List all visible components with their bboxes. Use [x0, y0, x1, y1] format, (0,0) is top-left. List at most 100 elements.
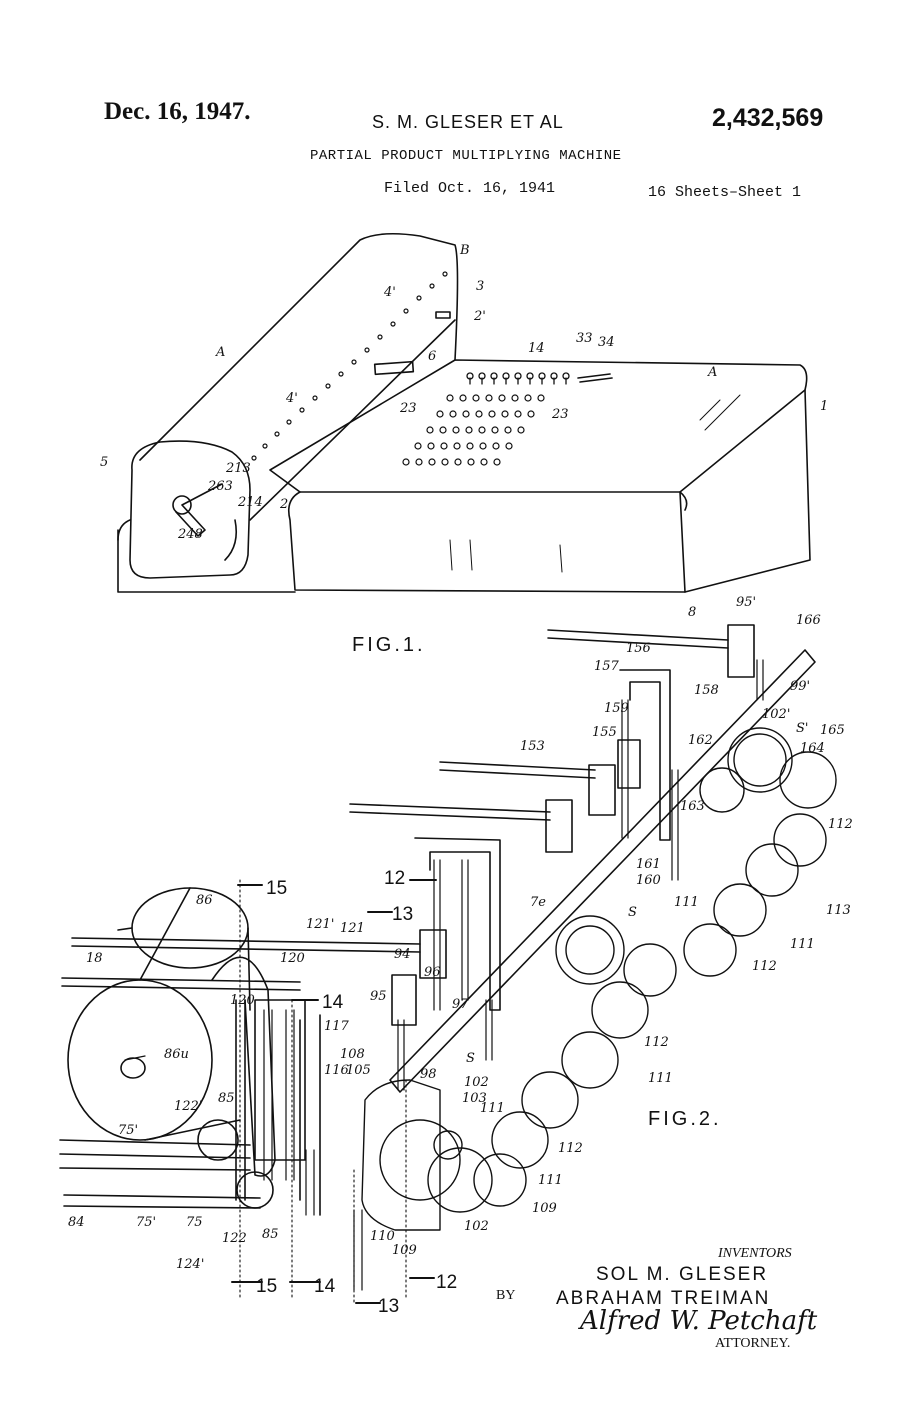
callout-117: 117	[324, 1019, 350, 1034]
callout-5: 5	[100, 455, 108, 470]
patent-number: 2,432,569	[712, 104, 824, 132]
callout-163: 163	[680, 799, 705, 814]
callout-116: 116	[324, 1063, 349, 1078]
attorney-signature: Alfred W. Petchaft	[580, 1306, 818, 1336]
callout-164: 164	[800, 741, 825, 756]
callout-18: 18	[86, 951, 103, 966]
filed-date: Filed Oct. 16, 1941	[384, 180, 556, 197]
callout-263: 263	[207, 479, 233, 494]
by-label: BY	[496, 1288, 516, 1303]
callout-124p: 124'	[176, 1257, 204, 1272]
callout-111b: 111	[790, 937, 815, 952]
callout-155: 155	[592, 725, 617, 740]
callout-95p: 95'	[736, 595, 756, 610]
callout-8: 8	[688, 605, 696, 620]
callout-213: 213	[225, 461, 251, 476]
callout-120b: 120	[230, 993, 255, 1008]
patent-date: Dec. 16, 1947.	[104, 98, 251, 125]
section-12-bottom: 12	[436, 1272, 457, 1293]
callout-23b: 23	[551, 407, 569, 422]
section-13-bottom: 13	[378, 1296, 399, 1317]
callout-102p: 102'	[762, 707, 790, 722]
callout-14: 14	[528, 341, 545, 356]
fig2-drawing	[59, 624, 837, 1306]
callout-112d: 112	[558, 1141, 583, 1156]
callout-33: 33	[576, 331, 593, 346]
callout-156: 156	[626, 641, 651, 656]
callout-161: 161	[636, 857, 661, 872]
callout-85: 85	[218, 1091, 235, 1106]
callout-112b: 112	[752, 959, 777, 974]
callout-120: 120	[280, 951, 305, 966]
callout-110: 110	[370, 1229, 395, 1244]
section-14-mid: 14	[322, 992, 344, 1013]
callout-75p: 75'	[118, 1123, 138, 1138]
callout-A2: A	[707, 365, 717, 380]
callout-111c: 111	[648, 1071, 673, 1086]
callout-4b: 4'	[285, 391, 298, 406]
callout-2: 2	[279, 497, 288, 512]
callout-248: 248	[177, 527, 203, 542]
callout-4a: 4'	[383, 285, 396, 300]
callout-165: 165	[820, 723, 845, 738]
patent-title: PARTIAL PRODUCT MULTIPLYING MACHINE	[310, 148, 622, 164]
callout-113: 113	[826, 903, 851, 918]
callout-109b: 109	[392, 1243, 417, 1258]
figure-1-label: FIG.1.	[352, 634, 426, 656]
attorney-label: ATTORNEY.	[715, 1336, 791, 1351]
callout-121p: 121'	[306, 917, 334, 932]
callout-111a: 111	[674, 895, 699, 910]
callout-84: 84	[68, 1215, 85, 1230]
sheet-count: 16 Sheets–Sheet 1	[648, 184, 802, 201]
callout-6: 6	[428, 349, 436, 364]
callout-166: 166	[796, 613, 821, 628]
callout-157: 157	[594, 659, 620, 674]
section-13-top: 13	[392, 904, 413, 925]
callout-S1: S	[628, 905, 637, 920]
callout-S2: S	[466, 1051, 475, 1066]
section-marks: 15 13 12 14 15 14 12 13	[256, 868, 457, 1317]
callout-111e: 111	[538, 1173, 563, 1188]
callout-121: 121	[340, 921, 365, 936]
inventors-label: INVENTORS	[718, 1246, 792, 1261]
callout-108: 108	[340, 1047, 365, 1062]
callout-122: 122	[222, 1231, 247, 1246]
callout-97: 97	[452, 997, 469, 1012]
section-15-top: 15	[266, 878, 287, 899]
callout-1: 1	[820, 399, 828, 414]
callout-85b: 85	[262, 1227, 279, 1242]
callout-86u: 86u	[164, 1047, 189, 1062]
section-14-bottom: 14	[314, 1276, 336, 1297]
callout-75: 75	[186, 1215, 203, 1230]
callout-34: 34	[598, 335, 615, 350]
fig2-callouts: 8 95' 166 156 157 158 99' 102' S' 165 15…	[68, 595, 853, 1272]
callout-122p: 122'	[174, 1099, 202, 1114]
callout-162: 162	[688, 733, 713, 748]
callout-98: 98	[420, 1067, 437, 1082]
callout-112c: 112	[644, 1035, 669, 1050]
fig1-callouts: B 3 4' 2' A 6 14 33 34 A 1 4' 23 23 5 21…	[100, 243, 828, 542]
callout-111d: 111	[480, 1101, 505, 1116]
callout-102b: 102	[464, 1219, 489, 1234]
callout-3: 3	[476, 279, 484, 294]
section-12-top: 12	[384, 868, 405, 889]
callout-B: B	[459, 243, 470, 258]
callout-103: 103	[462, 1091, 487, 1106]
callout-94: 94	[394, 947, 411, 962]
callout-2p: 2'	[473, 309, 486, 324]
figure-2-label: FIG.2.	[648, 1108, 722, 1130]
callout-7e: 7e	[530, 895, 546, 910]
callout-A1: A	[215, 345, 225, 360]
callout-Sp: S'	[796, 721, 808, 736]
callout-95: 95	[370, 989, 387, 1004]
callout-75pb: 75'	[136, 1215, 156, 1230]
inventors-heading: S. M. GLESER ET AL	[372, 112, 564, 132]
callout-214: 214	[237, 495, 263, 510]
fig1-drawing	[117, 232, 811, 593]
callout-99p: 99'	[790, 679, 810, 694]
callout-109a: 109	[532, 1201, 557, 1216]
callout-158: 158	[694, 683, 719, 698]
callout-105: 105	[346, 1063, 371, 1078]
callout-160: 160	[636, 873, 661, 888]
